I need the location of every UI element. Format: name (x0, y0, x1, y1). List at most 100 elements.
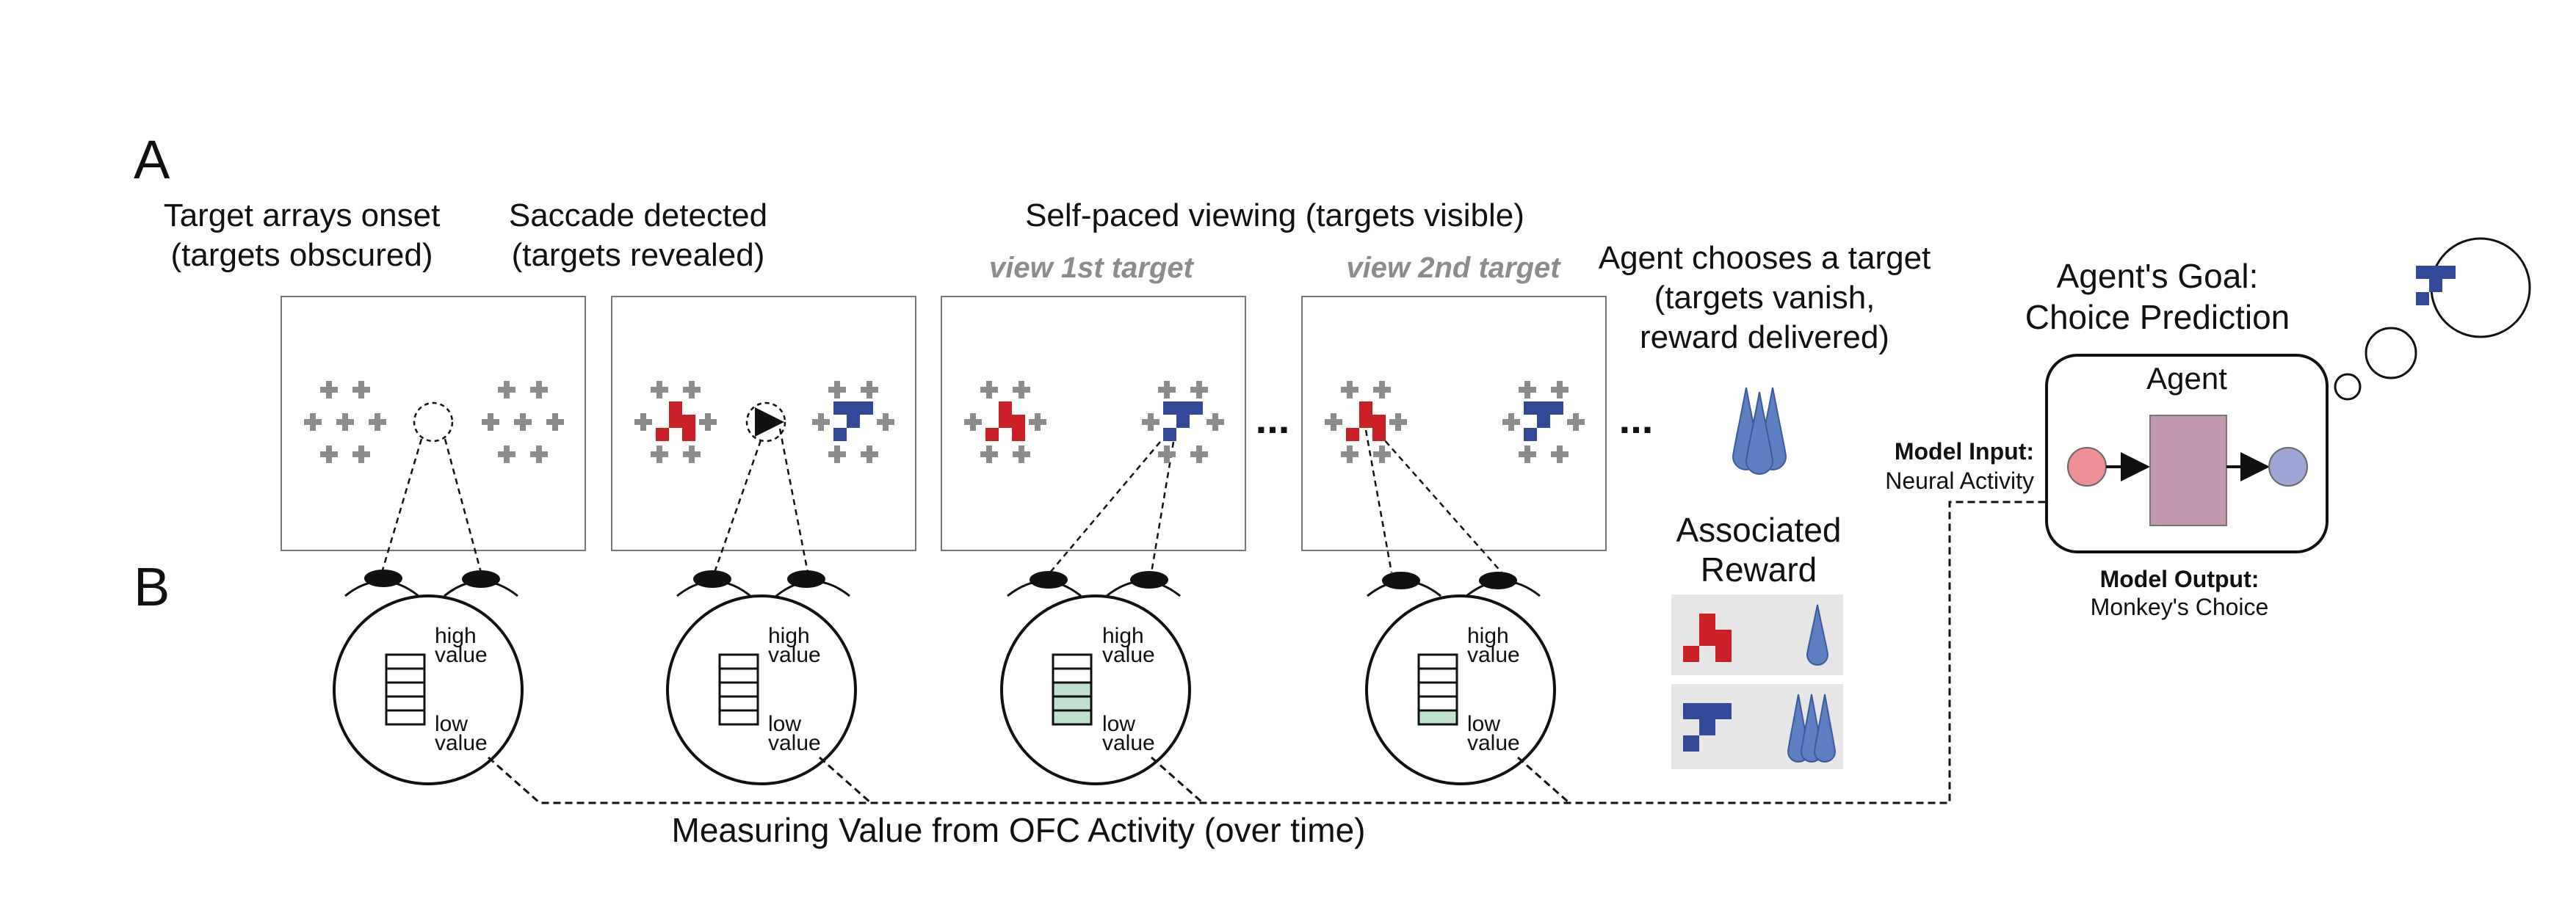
meter-cell (1417, 681, 1458, 698)
gray-cross-icon (1551, 445, 1569, 463)
header-saccade-line1: Saccade detected (509, 197, 767, 233)
high-label: high (768, 624, 810, 648)
meter-cell (718, 709, 759, 726)
gray-cross-icon (861, 445, 878, 463)
header-onset-line2: (targets obscured) (170, 237, 433, 273)
gray-cross-icon (980, 445, 998, 463)
blue-target-icon (1683, 703, 1732, 752)
low-value-label: value (435, 731, 488, 755)
gaze-lines (380, 425, 1502, 573)
gray-cross-icon (964, 413, 982, 431)
head-view-first (1000, 594, 1191, 785)
meter-cell (1417, 695, 1458, 712)
thought-bubble-large (2430, 237, 2531, 338)
meter-cell (1052, 681, 1093, 698)
ellipsis-between-views: ... (1256, 396, 1290, 442)
gray-cross-icon (1373, 381, 1391, 399)
fixation-circle-saccade (745, 401, 786, 443)
blue-target-icon (1524, 401, 1563, 441)
gray-cross-icon (1502, 413, 1520, 431)
meter-cell (718, 695, 759, 712)
panel-label-b: B (134, 556, 170, 617)
red-target-icon (1346, 401, 1386, 441)
head-saccade (666, 594, 857, 785)
goal-line2: Choice Prediction (2025, 298, 2290, 336)
gray-cross-icon (352, 381, 370, 399)
gray-cross-icon (683, 381, 701, 399)
meter-cell (1417, 709, 1458, 726)
gray-cross-icon (651, 381, 668, 399)
gray-cross-icon (1341, 381, 1358, 399)
red-target-icon (1683, 614, 1732, 662)
gray-cross-icon (530, 445, 548, 463)
gray-cross-icon (352, 445, 370, 463)
meter-cell (1052, 709, 1093, 726)
high-value-label: value (1102, 643, 1155, 667)
value-labels-onset: high value low value (435, 624, 488, 755)
gray-cross-icon (1325, 413, 1342, 431)
thought-bubble-small (2334, 373, 2362, 401)
ellipsis-before-choice: ... (1619, 396, 1654, 442)
water-drop-icon (1745, 391, 1774, 475)
meter-cell (1417, 667, 1458, 684)
gray-cross-icon (320, 445, 338, 463)
value-meters (385, 653, 1458, 726)
screen-view-first (941, 296, 1246, 551)
gray-cross-icon (369, 413, 386, 431)
gray-cross-icon (877, 413, 894, 431)
header-saccade-line2: (targets revealed) (512, 237, 765, 273)
model-input-value: Neural Activity (1885, 468, 2034, 494)
low-label: low (1102, 712, 1135, 736)
header-onset-line1: Target arrays onset (164, 197, 441, 233)
header-selfpaced: Self-paced viewing (targets visible) (1025, 197, 1524, 233)
header-choose-line2: (targets vanish, (1654, 280, 1875, 316)
gray-cross-icon (320, 381, 338, 399)
gray-cross-icon (1158, 381, 1176, 399)
meter-cell (385, 695, 426, 712)
blue-target-icon (1163, 401, 1203, 441)
eyes-view-second (1367, 572, 1541, 597)
meter-cell (385, 681, 426, 698)
gray-cross-icon (1373, 445, 1391, 463)
meter-cell (718, 653, 759, 670)
gray-cross-icon (1551, 381, 1569, 399)
header-choose-line3: reward delivered) (1640, 319, 1889, 355)
high-value-label: value (1467, 643, 1520, 667)
gray-cross-icon (336, 413, 354, 431)
gray-cross-icon (530, 381, 548, 399)
value-meter (385, 653, 426, 726)
water-drop-icon (1806, 604, 1829, 666)
low-label: low (768, 712, 801, 736)
gray-cross-icon (812, 413, 830, 431)
meter-cell (1052, 695, 1093, 712)
meter-cell (718, 681, 759, 698)
footer-caption: Measuring Value from OFC Activity (over … (672, 811, 1366, 849)
gray-cross-icon (1567, 413, 1585, 431)
gray-cross-icon (634, 413, 652, 431)
gray-cross-icon (498, 381, 515, 399)
screen-onset (281, 296, 586, 551)
reward-title-line2: Reward (1701, 550, 1817, 589)
meter-cell (1052, 653, 1093, 670)
gray-cross-icon (1158, 445, 1176, 463)
eyes-saccade (676, 570, 850, 597)
value-labels-view-first: high value low value (1102, 624, 1155, 755)
thought-bubble-medium (2365, 327, 2417, 379)
gray-cross-icon (1142, 413, 1159, 431)
gray-cross-icon (1190, 381, 1208, 399)
gray-cross-icon (1190, 445, 1208, 463)
goal-line1: Agent's Goal: (2057, 257, 2259, 295)
gray-cross-icon (651, 445, 668, 463)
gray-cross-icon (1519, 381, 1536, 399)
high-label: high (435, 624, 477, 648)
gray-cross-icon (1029, 413, 1046, 431)
head-onset (333, 594, 524, 785)
meter-cell (385, 653, 426, 670)
high-value-label: value (435, 643, 488, 667)
blue-target-icon (833, 401, 873, 441)
head-view-second (1365, 594, 1556, 785)
gray-cross-icon (699, 413, 717, 431)
model-output-value: Monkey's Choice (2091, 594, 2269, 620)
gray-cross-icon (1389, 413, 1407, 431)
eyes-onset (344, 570, 518, 597)
